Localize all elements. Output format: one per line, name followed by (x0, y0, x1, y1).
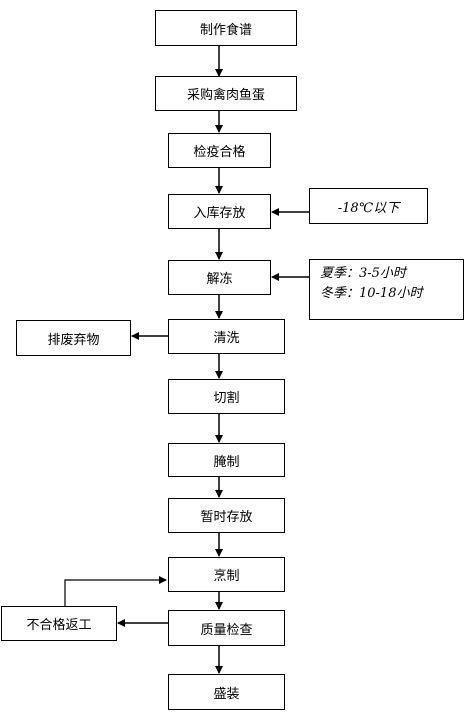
step-marinate: 腌制 (168, 443, 285, 477)
step-cut: 切割 (168, 379, 285, 414)
thaw-time-note: 夏季：3-5小时 冬季：10-18小时 (309, 259, 464, 320)
thaw-winter-text: 冬季：10-18小时 (320, 286, 423, 301)
step-purchase: 采购禽肉鱼蛋 (155, 76, 297, 111)
step-quality-check: 质量检查 (168, 610, 285, 646)
rework-box: 不合格返工 (1, 606, 117, 641)
step-make-recipe: 制作食谱 (155, 10, 297, 46)
step-packing: 盛装 (168, 674, 285, 710)
step-wash: 清洗 (168, 319, 285, 354)
storage-temperature-note: -18℃以下 (309, 188, 428, 224)
step-inspection: 检疫合格 (168, 133, 271, 168)
discard-waste-box: 排废弃物 (16, 320, 131, 356)
step-temporary-storage: 暂时存放 (168, 498, 285, 533)
step-cook: 烹制 (168, 557, 285, 592)
step-storage: 入库存放 (168, 194, 271, 229)
thaw-summer-text: 夏季：3-5小时 (320, 266, 406, 281)
arrow-rework-to-cook (64, 576, 167, 606)
step-thaw: 解冻 (168, 260, 271, 295)
